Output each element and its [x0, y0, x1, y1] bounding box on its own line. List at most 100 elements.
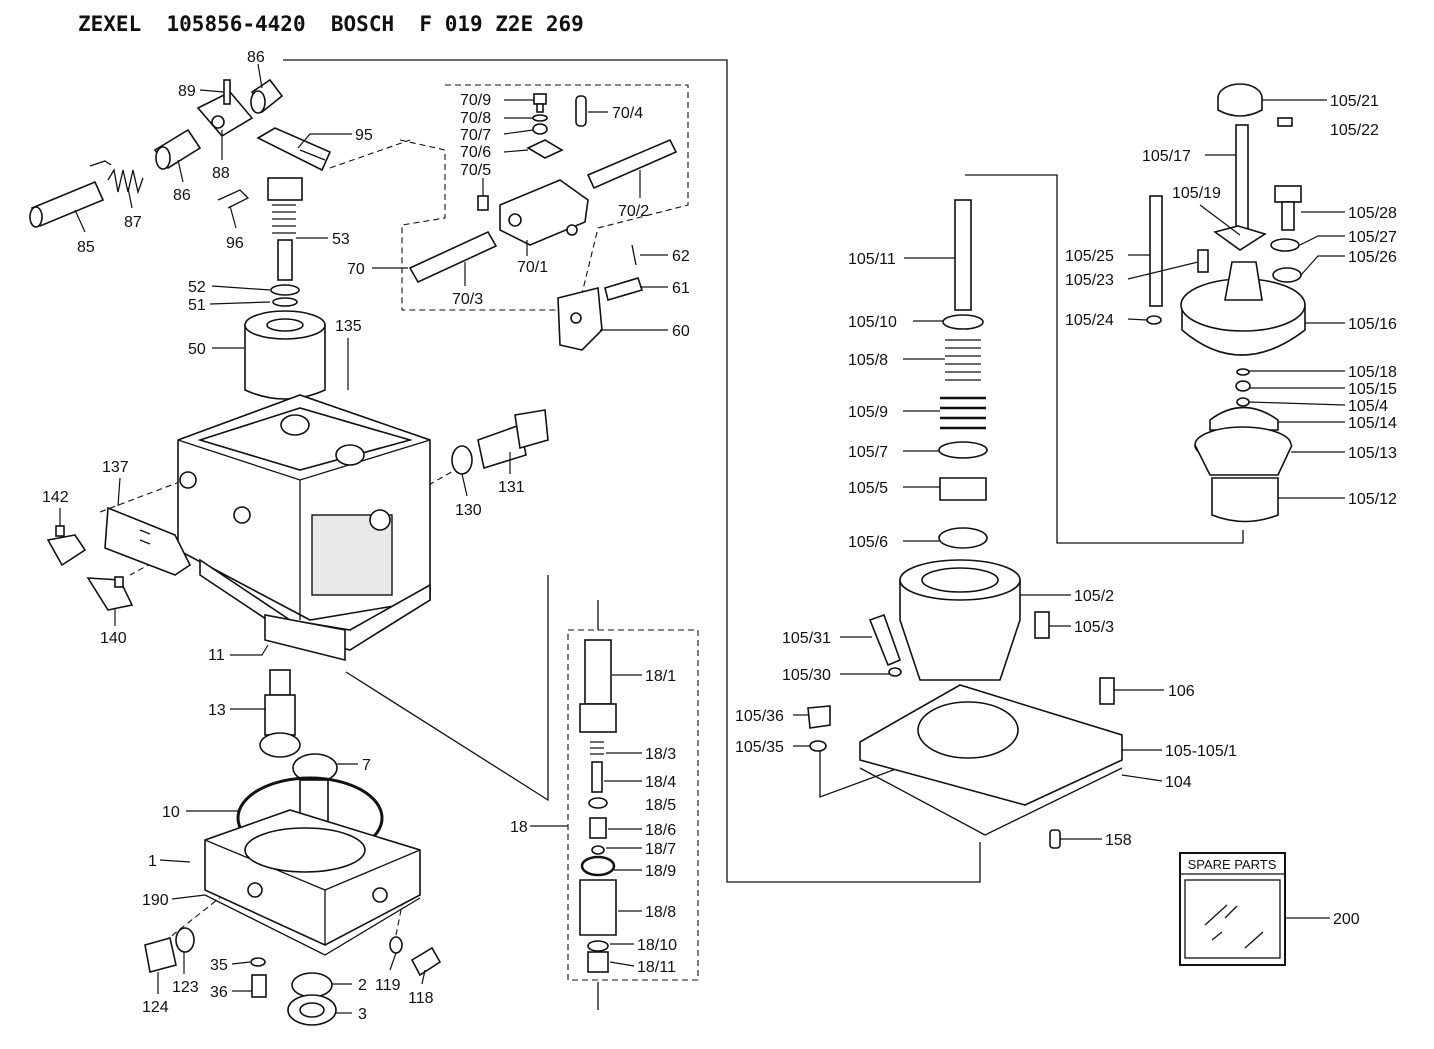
- leader-190: [171, 894, 206, 900]
- plunger-assembly-18: [579, 639, 617, 973]
- sleeve-86-lower: [153, 128, 202, 170]
- housing-105-2: [899, 559, 1021, 681]
- callout-18-7: 18/7: [645, 841, 676, 858]
- callout-105-7: 105/7: [848, 444, 888, 461]
- callout-137: 137: [102, 459, 129, 476]
- callout-105-22: 105/22: [1330, 122, 1379, 139]
- leader-86: [257, 63, 263, 89]
- pin-158: [1049, 829, 1061, 849]
- callout-105-36: 105/36: [735, 708, 784, 725]
- callout-105-24: 105/24: [1065, 312, 1114, 329]
- retaining-clip-96: [217, 189, 250, 209]
- sleeve-86-upper: [250, 78, 284, 114]
- housing-cup-50: [244, 310, 326, 400]
- callout-95: 95: [355, 127, 373, 144]
- nut-105-15: [1235, 380, 1251, 392]
- callout-70: 70: [347, 261, 365, 278]
- callout-140: 140: [100, 630, 127, 647]
- spring-105-8: [945, 339, 981, 381]
- plate-70-6: [526, 139, 564, 159]
- clip-140: [86, 576, 134, 611]
- callout-105-105-1: 105-105/1: [1165, 743, 1237, 760]
- rod-18-4: [591, 761, 603, 793]
- callout-105-2: 105/2: [1074, 588, 1114, 605]
- rod-105-11: [954, 199, 972, 311]
- callout-135: 135: [335, 318, 362, 335]
- spring-87: [89, 160, 144, 195]
- callout-105-28: 105/28: [1348, 205, 1397, 222]
- callout-18-10: 18/10: [637, 937, 677, 954]
- callout-106: 106: [1168, 683, 1195, 700]
- callout-70-7: 70/7: [460, 127, 491, 144]
- lever-shaft-85: [29, 180, 105, 228]
- o-ring-18-9: [580, 855, 616, 877]
- bracket-60: [557, 286, 603, 351]
- screw-105-23: [1197, 249, 1209, 273]
- callout-105-9: 105/9: [848, 404, 888, 421]
- callout-105-26: 105/26: [1348, 249, 1397, 266]
- screw-35: [250, 957, 266, 967]
- callout-105-16: 105/16: [1348, 316, 1397, 333]
- leader-105-23: [1127, 261, 1199, 280]
- leader-70-7: [503, 129, 534, 135]
- callout-104: 104: [1165, 774, 1192, 791]
- callout-18: 18: [510, 819, 528, 836]
- callout-2: 2: [358, 977, 367, 994]
- washer-105-6: [938, 527, 988, 549]
- leader-86b: [177, 159, 184, 183]
- aneroid-assembly-105: [807, 199, 1123, 849]
- plug-131: [477, 409, 549, 470]
- callout-18-8: 18/8: [645, 904, 676, 921]
- pin-62: [631, 244, 637, 266]
- leader-105-19: [1199, 204, 1241, 236]
- callout-86: 86: [247, 49, 265, 66]
- washer-52: [270, 284, 300, 296]
- callout-142: 142: [42, 489, 69, 506]
- cover-105-105-1: [859, 684, 1123, 806]
- callout-96: 96: [226, 235, 244, 252]
- callout-70-6: 70/6: [460, 144, 491, 161]
- leader-11: [230, 644, 269, 656]
- ring-18-7: [591, 845, 605, 855]
- callout-105-19: 105/19: [1172, 185, 1221, 202]
- base-housing-1: [204, 809, 421, 946]
- callout-105-11: 105/11: [848, 251, 896, 268]
- callout-124: 124: [142, 999, 169, 1016]
- leader-51: [209, 301, 271, 305]
- spare-parts-title: SPARE PARTS: [1188, 857, 1277, 872]
- callout-18-11: 18/11: [637, 959, 676, 976]
- washer-70-8: [532, 114, 548, 122]
- screw-105-31: [868, 613, 902, 667]
- washer-18-5: [588, 797, 608, 809]
- callout-158: 158: [1105, 832, 1132, 849]
- side-cover-137: [104, 506, 192, 576]
- leader-89: [199, 89, 225, 93]
- leader-137: [117, 477, 121, 507]
- callout-105-21: 105/21: [1330, 93, 1379, 110]
- leader-18-11: [609, 961, 635, 967]
- callout-105-17: 105/17: [1142, 148, 1191, 165]
- clamp-88: [196, 91, 254, 138]
- callout-51: 51: [188, 297, 206, 314]
- seal-3: [287, 994, 337, 1026]
- wing-nut-105-19: [1213, 225, 1267, 251]
- nut-18-11: [587, 951, 609, 973]
- callout-70-5: 70/5: [460, 162, 491, 179]
- washer-105-7: [938, 441, 988, 459]
- callout-89: 89: [178, 83, 196, 100]
- cup-105-12: [1211, 477, 1279, 523]
- screw-36: [251, 974, 267, 998]
- screw-105-3: [1034, 611, 1050, 639]
- washer-119: [389, 936, 403, 954]
- spring-70-5: [477, 195, 489, 211]
- bolt-105-28: [1274, 185, 1302, 231]
- callout-61: 61: [672, 280, 690, 297]
- callout-190: 190: [142, 892, 169, 909]
- callout-118: 118: [408, 990, 434, 1007]
- bellows-105-13: [1194, 426, 1293, 476]
- callout-105-35: 105/35: [735, 739, 784, 756]
- spring-105-9: [940, 396, 986, 430]
- bosch-part-number: F 019 Z2E 269: [419, 12, 584, 36]
